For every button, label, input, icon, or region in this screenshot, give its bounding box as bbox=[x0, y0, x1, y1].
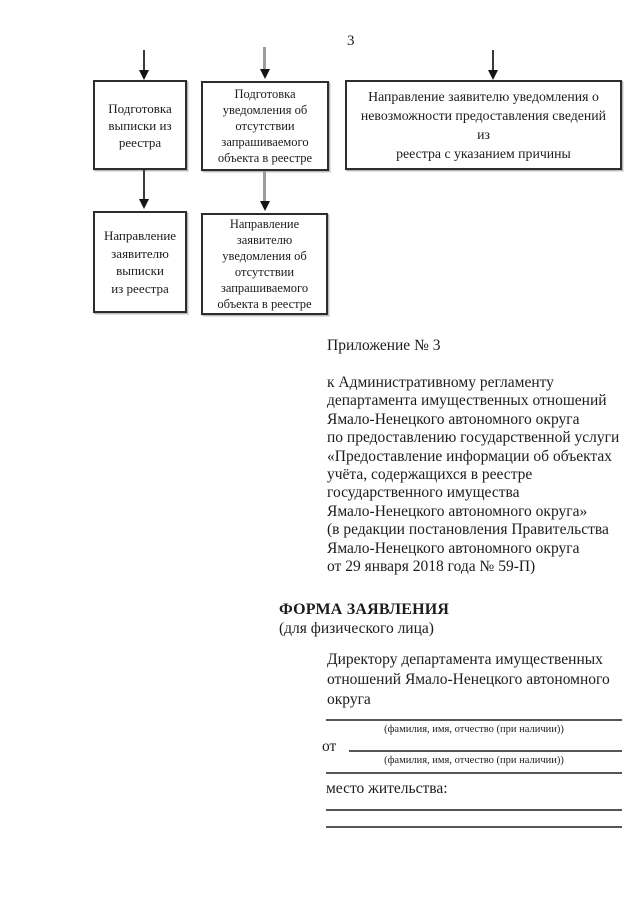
flowchart-box-send-extract: Направление заявителю выписки из реестра bbox=[93, 211, 187, 313]
from-label: от bbox=[322, 738, 337, 755]
flowchart-box-label: Подготовка выписки из реестра bbox=[108, 100, 172, 150]
arrow-down-icon bbox=[260, 201, 270, 211]
page-number: 3 bbox=[347, 33, 355, 49]
blank-caption-name-bottom: (фамилия, имя, отчество (при наличии)) bbox=[384, 755, 564, 766]
appendix-reference-paragraph: к Административному регламенту департаме… bbox=[327, 374, 620, 576]
appendix-title: Приложение № 3 bbox=[327, 337, 441, 354]
blank-line-applicant-name-2 bbox=[349, 750, 622, 752]
blank-line-applicant-name-1 bbox=[326, 719, 622, 721]
flow-arrow-line-into-prep-notice bbox=[263, 47, 266, 71]
blank-caption-name-top: (фамилия, имя, отчество (при наличии)) bbox=[384, 724, 564, 735]
flowchart-box-label: Подготовка уведомления об отсутствии зап… bbox=[217, 87, 313, 165]
arrow-down-icon bbox=[488, 70, 498, 80]
flowchart-box-label: Направление заявителю уведомления об отс… bbox=[217, 217, 312, 311]
residence-label: место жительства: bbox=[326, 780, 448, 797]
flowchart-box-label: Направление заявителю уведомления о нево… bbox=[360, 89, 607, 161]
flow-connector-line-prep-to-send-notice bbox=[263, 171, 266, 202]
blank-line-3 bbox=[326, 772, 622, 774]
flow-connector-line-prep-to-send-extract bbox=[143, 170, 145, 200]
form-heading: ФОРМА ЗАЯВЛЕНИЯ bbox=[279, 601, 450, 618]
flowchart-box-send-notice: Направление заявителю уведомления об отс… bbox=[201, 213, 328, 315]
blank-line-residence-2 bbox=[326, 826, 622, 828]
blank-line-residence-1 bbox=[326, 809, 622, 811]
arrow-down-icon bbox=[139, 199, 149, 209]
flow-arrow-line-into-send-refusal bbox=[492, 50, 494, 72]
flow-arrow-line-into-prep-extract bbox=[143, 50, 145, 72]
arrow-down-icon bbox=[139, 70, 149, 80]
flowchart-box-prep-notice: Подготовка уведомления об отсутствии зап… bbox=[201, 81, 329, 171]
form-addressee: Директору департамента имущественных отн… bbox=[327, 651, 610, 708]
flowchart-box-prep-extract: Подготовка выписки из реестра bbox=[93, 80, 187, 170]
flowchart-box-send-refusal: Направление заявителю уведомления о нево… bbox=[345, 80, 622, 170]
flowchart-box-label: Направление заявителю выписки из реестра bbox=[103, 228, 177, 296]
arrow-down-icon bbox=[260, 69, 270, 79]
form-subheading: (для физического лица) bbox=[279, 620, 434, 637]
